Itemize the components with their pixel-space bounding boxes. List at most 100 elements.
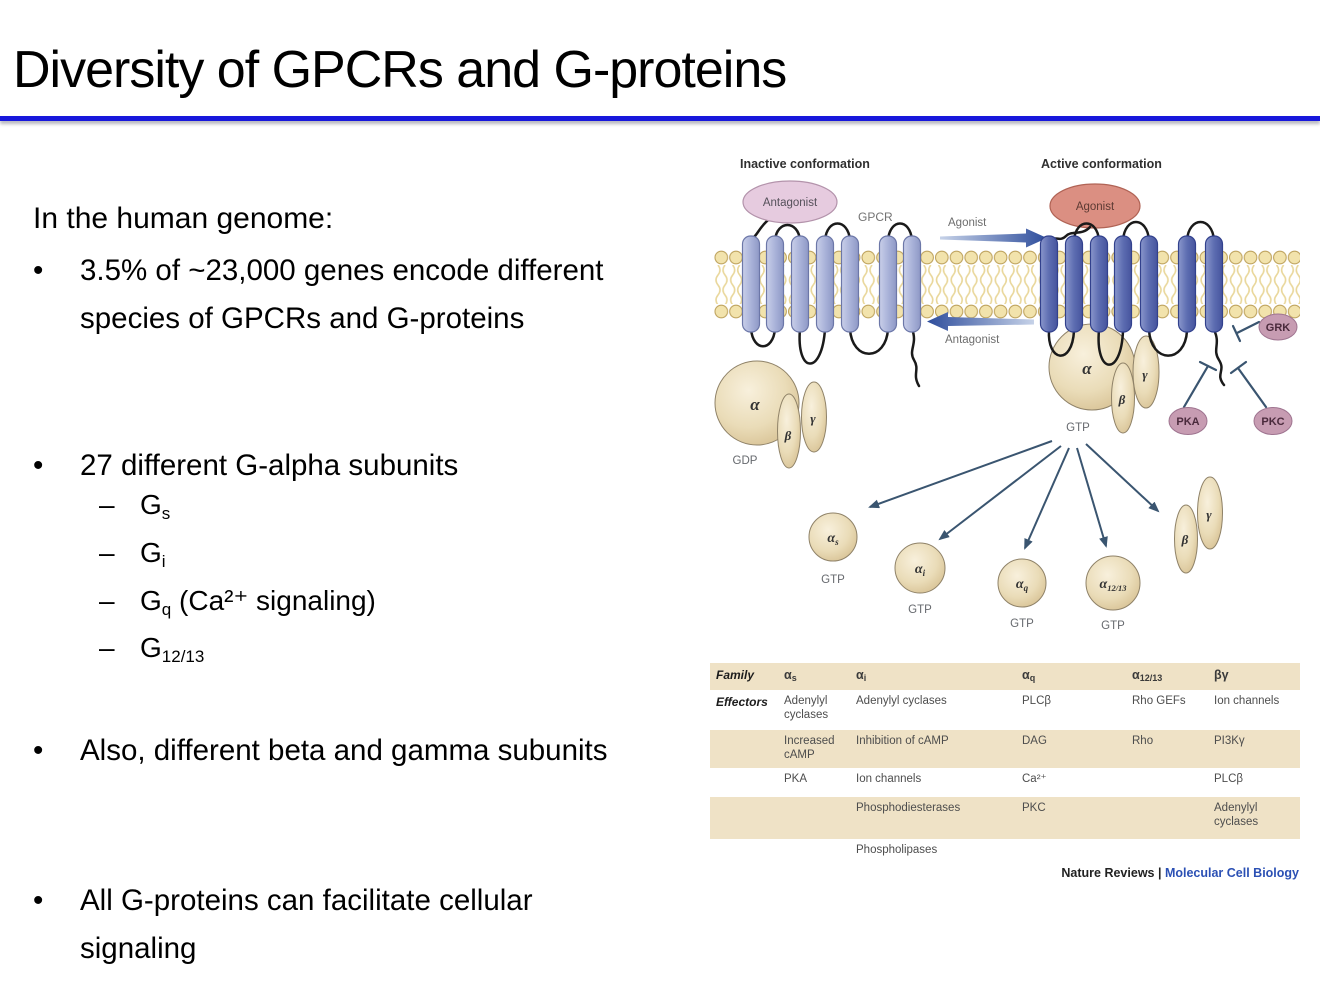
gtp-label: GTP xyxy=(1066,422,1090,434)
beta-label: β xyxy=(1118,392,1126,407)
intro-line: In the human genome: xyxy=(33,202,334,235)
bullet-text: All G-proteins can facilitate cellular s… xyxy=(80,884,533,965)
antagonist-arrow-label: Antagonist xyxy=(945,334,1000,346)
gpcr-figure: Inactive conformation Active conformatio… xyxy=(700,150,1320,920)
gamma-label: γ xyxy=(1206,507,1212,522)
beta-subunit xyxy=(1174,504,1198,574)
beta-subunit xyxy=(777,393,801,469)
bullet-alpha-subunits: • 27 different G-alpha subunits xyxy=(33,442,615,490)
antagonist-ligand-oval xyxy=(742,180,838,224)
table-cell: Rho xyxy=(1132,730,1214,768)
list-item: – Gi xyxy=(99,537,376,585)
page-title: Diversity of GPCRs and G-proteins xyxy=(13,41,787,99)
dash-marker: – xyxy=(99,585,115,616)
pkc-oval xyxy=(1253,407,1293,435)
bullet-dot: • xyxy=(33,884,44,917)
gtp-label: GTP xyxy=(1101,620,1125,632)
g-subunit-label: Gq (Ca²⁺ signaling) xyxy=(140,585,376,620)
bullet-genes: • 3.5% of ~23,000 genes encode different… xyxy=(33,247,615,343)
active-conformation-label: Active conformation xyxy=(1041,157,1162,171)
beta-label: β xyxy=(1181,532,1189,547)
bullet-signaling: • All G-proteins can facilitate cellular… xyxy=(33,877,615,973)
inactive-receptor-helices xyxy=(741,235,922,333)
table-cell xyxy=(1214,839,1300,865)
pka-label: PKA xyxy=(1176,416,1199,428)
g-subunit-label: G12/13 xyxy=(140,631,205,666)
alpha-i-ball xyxy=(894,542,946,594)
gtp-label: GTP xyxy=(1010,618,1034,630)
agonist-arrow-label: Agonist xyxy=(948,217,987,229)
alpha-q-ball xyxy=(997,558,1047,608)
active-receptor-helices xyxy=(1039,235,1224,333)
table-cell: αi xyxy=(856,663,1022,690)
gpcr-label: GPCR xyxy=(858,210,893,224)
table-cell: PLCβ xyxy=(1022,695,1051,707)
gamma-label: γ xyxy=(1142,367,1148,382)
bullet-dot: • xyxy=(33,734,44,767)
table-cell: PKC xyxy=(1022,797,1132,839)
beta-gamma-pair xyxy=(1174,476,1223,574)
list-item: – Gs xyxy=(99,489,376,537)
dash-marker: – xyxy=(99,489,115,520)
table-cell xyxy=(710,768,784,797)
agonist-arrow xyxy=(940,228,1047,248)
alpha-s-ball xyxy=(808,512,858,562)
kinase-tee-lines xyxy=(1182,320,1268,409)
alpha-label: α xyxy=(750,395,760,414)
grk-label: GRK xyxy=(1266,322,1291,334)
table-cell: Phospholipases xyxy=(856,844,938,856)
table-cell: Ca²⁺ xyxy=(1022,773,1047,785)
credit-journal: Nature Reviews | xyxy=(1061,866,1162,880)
list-item: – G12/13 xyxy=(99,632,376,680)
gtp-label: GTP xyxy=(908,604,932,616)
table-cell: DAG xyxy=(1022,730,1132,768)
table-cell: Adenylyl cyclases xyxy=(784,695,829,721)
alpha-i-label: αi xyxy=(915,562,926,578)
antagonist-arrow xyxy=(927,312,1034,331)
table-cell: PKA xyxy=(784,773,808,785)
table-cell xyxy=(1132,768,1214,797)
bullet-text: Also, different beta and gamma subunits xyxy=(80,734,608,767)
table-cell: Ion channels xyxy=(856,773,922,785)
beta-subunit xyxy=(1111,362,1135,434)
table-cell xyxy=(710,797,784,839)
active-receptor-loops xyxy=(1047,220,1226,387)
table-cell xyxy=(784,839,856,865)
bullet-dot: • xyxy=(33,449,44,482)
gtp-label: GTP xyxy=(821,574,845,586)
pkc-label: PKC xyxy=(1261,416,1284,428)
activation-arrows xyxy=(868,440,1160,550)
table-cell: Increased cAMP xyxy=(784,730,856,768)
dash-marker: – xyxy=(99,631,115,663)
antagonist-ligand-label: Antagonist xyxy=(763,197,818,209)
figure-credit: Nature Reviews | Molecular Cell Biology xyxy=(1061,866,1299,880)
table-cell: α12/13 xyxy=(1132,663,1214,690)
beta-label: β xyxy=(784,428,792,443)
table-cell: Rho GEFs xyxy=(1132,695,1186,707)
table-cell xyxy=(710,730,784,768)
g-subunit-label: Gi xyxy=(140,536,166,571)
bullet-text: 3.5% of ~23,000 genes encode different s… xyxy=(80,254,604,335)
alpha-12-13-label: α12/13 xyxy=(1099,577,1127,593)
gpcr-diagram: Inactive conformation Active conformatio… xyxy=(714,157,1300,632)
table-cell: PLCβ xyxy=(1214,773,1243,785)
effector-table: Family αs αi αq α12/13 βγ Effectors Aden… xyxy=(710,663,1300,865)
alpha-label: α xyxy=(1082,359,1092,378)
table-cell: Ion channels xyxy=(1214,695,1280,707)
bullet-beta-gamma: • Also, different beta and gamma subunit… xyxy=(33,727,615,775)
gamma-subunit xyxy=(1197,476,1223,550)
list-item: – Gq (Ca²⁺ signaling) xyxy=(99,584,376,632)
g-subunit-list: – Gs – Gi – Gq (Ca²⁺ signaling) – G12/13 xyxy=(99,489,376,679)
table-cell xyxy=(710,839,784,865)
gamma-subunit xyxy=(1132,335,1160,409)
table-cell xyxy=(1132,839,1214,865)
table-cell: Adenylyl cyclases xyxy=(1214,797,1300,839)
table-cell: Phosphodiesterases xyxy=(856,797,1022,839)
table-cell: Inhibition of cAMP xyxy=(856,730,1022,768)
table-cell: βγ xyxy=(1214,663,1300,690)
gamma-subunit xyxy=(801,381,827,453)
pka-oval xyxy=(1168,407,1208,435)
table-cell xyxy=(1132,797,1214,839)
agonist-ligand-label: Agonist xyxy=(1076,201,1115,213)
